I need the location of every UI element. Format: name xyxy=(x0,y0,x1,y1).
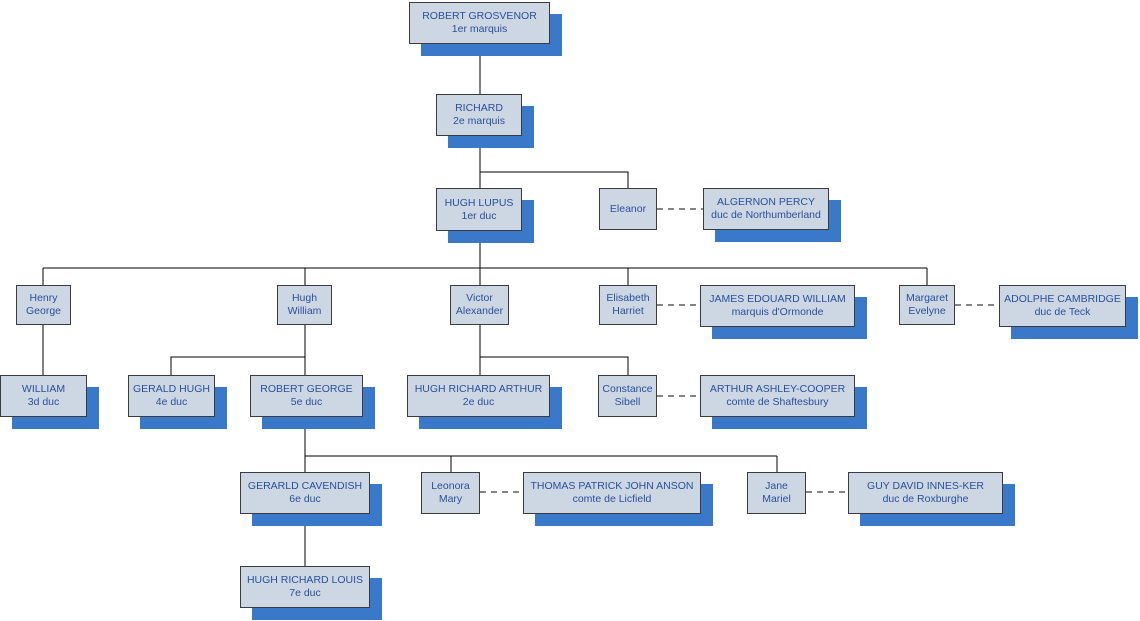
person-title: 5e duc xyxy=(290,396,323,408)
person-name-2: Alexander xyxy=(455,305,504,317)
person-name: GERALD HUGH xyxy=(132,383,210,395)
person-elisabeth-harriet[interactable]: Elisabeth Harriet xyxy=(599,285,657,325)
person-name: HUGH RICHARD LOUIS xyxy=(246,574,364,586)
person-name: Constance xyxy=(602,383,653,395)
person-hugh-william[interactable]: Hugh William xyxy=(277,285,332,325)
person-name: HUGH RICHARD ARTHUR xyxy=(414,383,543,395)
descent-lines xyxy=(42,42,928,566)
person-thomas-patrick-john-anson[interactable]: THOMAS PATRICK JOHN ANSON comte de Licfi… xyxy=(523,472,701,514)
person-name: THOMAS PATRICK JOHN ANSON xyxy=(530,480,694,492)
person-hugh-richard-louis[interactable]: HUGH RICHARD LOUIS 7e duc xyxy=(240,566,370,608)
person-eleanor[interactable]: Eleanor xyxy=(599,188,657,230)
person-title: duc de Teck xyxy=(1034,306,1091,318)
person-victor-alexander[interactable]: Victor Alexander xyxy=(450,285,509,325)
person-title: comte de Shaftesbury xyxy=(726,396,829,408)
person-james-edouard-william[interactable]: JAMES EDOUARD WILLIAM marquis d'Ormonde xyxy=(700,285,855,327)
person-name-2: Evelyne xyxy=(908,305,946,317)
person-name: Elisabeth xyxy=(606,292,650,304)
person-richard[interactable]: RICHARD 2e marquis xyxy=(436,94,522,136)
person-name: ALGERNON PERCY xyxy=(716,196,816,208)
person-margaret-evelyne[interactable]: Margaret Evelyne xyxy=(899,285,955,325)
person-name: Margaret xyxy=(905,292,948,304)
person-name: Leonora xyxy=(431,480,470,492)
person-arthur-ashley-cooper[interactable]: ARTHUR ASHLEY-COOPER comte de Shaftesbur… xyxy=(700,375,855,417)
person-name: Henry xyxy=(29,292,58,304)
person-name: HUGH LUPUS xyxy=(444,196,514,209)
person-constance-sibell[interactable]: Constance Sibell xyxy=(598,375,657,417)
person-name: WILLIAM xyxy=(21,383,66,395)
person-title: 4e duc xyxy=(155,396,188,408)
person-name-2: George xyxy=(25,305,62,317)
person-title: comte de Licfield xyxy=(572,493,652,505)
person-title: 1er marquis xyxy=(451,23,508,35)
person-name: ARTHUR ASHLEY-COOPER xyxy=(709,383,846,395)
marriage-lines xyxy=(480,208,999,493)
person-title: 1er duc xyxy=(461,209,497,222)
person-title: 2e duc xyxy=(462,396,495,408)
person-name: Jane xyxy=(765,480,788,492)
person-name: ROBERT GROSVENOR xyxy=(422,10,537,22)
person-guy-david-innes-ker[interactable]: GUY DAVID INNES-KER duc de Roxburghe xyxy=(848,472,1003,514)
person-title: duc de Roxburghe xyxy=(882,493,969,505)
person-robert-george[interactable]: ROBERT GEORGE 5e duc xyxy=(250,375,363,417)
person-adolphe-cambridge[interactable]: ADOLPHE CAMBRIDGE duc de Teck xyxy=(999,285,1126,327)
person-name: JAMES EDOUARD WILLIAM xyxy=(709,293,846,305)
person-jane-mariel[interactable]: Jane Mariel xyxy=(747,472,806,514)
person-name-2: Harriet xyxy=(612,305,644,317)
person-hugh-lupus[interactable]: HUGH LUPUS 1er duc xyxy=(436,188,522,231)
person-name: Victor xyxy=(466,292,493,304)
person-algernon-percy[interactable]: ALGERNON PERCY duc de Northumberland xyxy=(703,188,829,230)
person-title: duc de Northumberland xyxy=(711,209,821,221)
person-title: marquis d'Ormonde xyxy=(731,306,824,318)
person-name-2: William xyxy=(287,305,322,317)
person-gerald-hugh[interactable]: GERALD HUGH 4e duc xyxy=(128,375,215,417)
person-title: 2e marquis xyxy=(453,115,505,127)
person-name: GERARLD CAVENDISH xyxy=(247,480,363,492)
person-leonora-mary[interactable]: Leonora Mary xyxy=(421,472,480,514)
person-name: Hugh xyxy=(291,292,318,304)
person-name: Eleanor xyxy=(609,202,647,215)
person-henry-george[interactable]: Henry George xyxy=(16,285,71,325)
person-name: GUY DAVID INNES-KER xyxy=(867,480,984,492)
person-name: ADOLPHE CAMBRIDGE xyxy=(1004,293,1121,305)
person-hugh-richard-arthur[interactable]: HUGH RICHARD ARTHUR 2e duc xyxy=(407,375,550,417)
person-william[interactable]: WILLIAM 3d duc xyxy=(0,375,87,417)
person-title: 6e duc xyxy=(289,493,321,505)
person-name-2: Sibell xyxy=(614,396,641,408)
person-title: 3d duc xyxy=(27,396,60,408)
person-name: RICHARD xyxy=(455,102,503,114)
person-title: 7e duc xyxy=(289,587,321,599)
person-gerald-cavendish[interactable]: GERARLD CAVENDISH 6e duc xyxy=(240,472,370,514)
person-name-2: Mariel xyxy=(762,493,791,505)
person-name: ROBERT GEORGE xyxy=(260,383,353,395)
person-name-2: Mary xyxy=(438,493,463,505)
person-robert-grosvenor[interactable]: ROBERT GROSVENOR 1er marquis xyxy=(409,2,550,44)
